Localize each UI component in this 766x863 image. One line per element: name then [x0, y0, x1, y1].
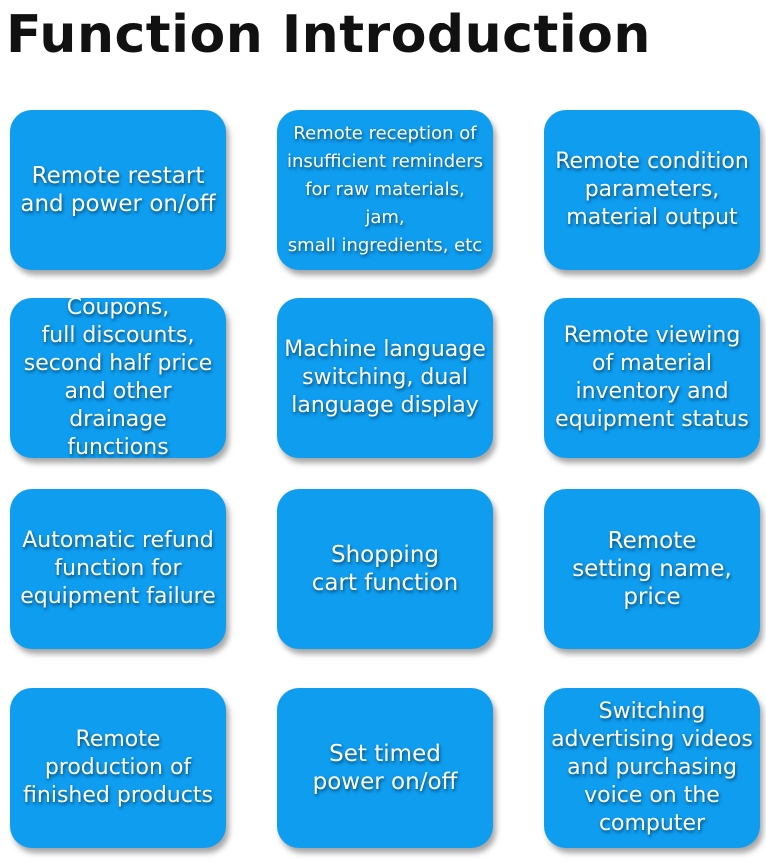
feature-tile-advertising-videos: Switching advertising videos and purchas…: [544, 688, 760, 848]
tile-label: Remote viewing of material inventory and…: [555, 323, 749, 432]
feature-tile-remote-production: Remote production of finished products: [10, 688, 226, 848]
feature-tile-timed-power: Set timed power on/off: [277, 688, 493, 848]
tile-label: Remote setting name, price: [572, 528, 732, 610]
feature-tile-inventory: Remote viewing of material inventory and…: [544, 298, 760, 458]
tile-label: Machine language switching, dual languag…: [284, 337, 486, 418]
feature-tile-remote-parameters: Remote condition parameters, material ou…: [544, 110, 760, 270]
tile-label: Set timed power on/off: [312, 741, 458, 795]
feature-tile-remote-reminders: Remote reception of insufficient reminde…: [277, 110, 493, 270]
tile-label: Coupons, full discounts, second half pri…: [23, 295, 213, 460]
feature-tile-setting-name-price: Remote setting name, price: [544, 489, 760, 649]
tile-label: Automatic refund function for equipment …: [20, 528, 216, 609]
tile-label: Remote condition parameters, material ou…: [555, 149, 749, 230]
feature-tile-language: Machine language switching, dual languag…: [277, 298, 493, 458]
tile-label: Remote reception of insufficient reminde…: [286, 123, 484, 256]
tile-label: Switching advertising videos and purchas…: [551, 699, 753, 836]
page-title: Function Introduction: [6, 5, 651, 65]
feature-tile-coupons: Coupons, full discounts, second half pri…: [10, 295, 226, 460]
feature-tile-shopping-cart: Shopping cart function: [277, 489, 493, 649]
tile-label: Remote restart and power on/off: [20, 163, 216, 217]
feature-tile-remote-restart: Remote restart and power on/off: [10, 110, 226, 270]
feature-tile-auto-refund: Automatic refund function for equipment …: [10, 489, 226, 649]
tile-label: Remote production of finished products: [23, 727, 213, 808]
tile-label: Shopping cart function: [311, 542, 459, 596]
